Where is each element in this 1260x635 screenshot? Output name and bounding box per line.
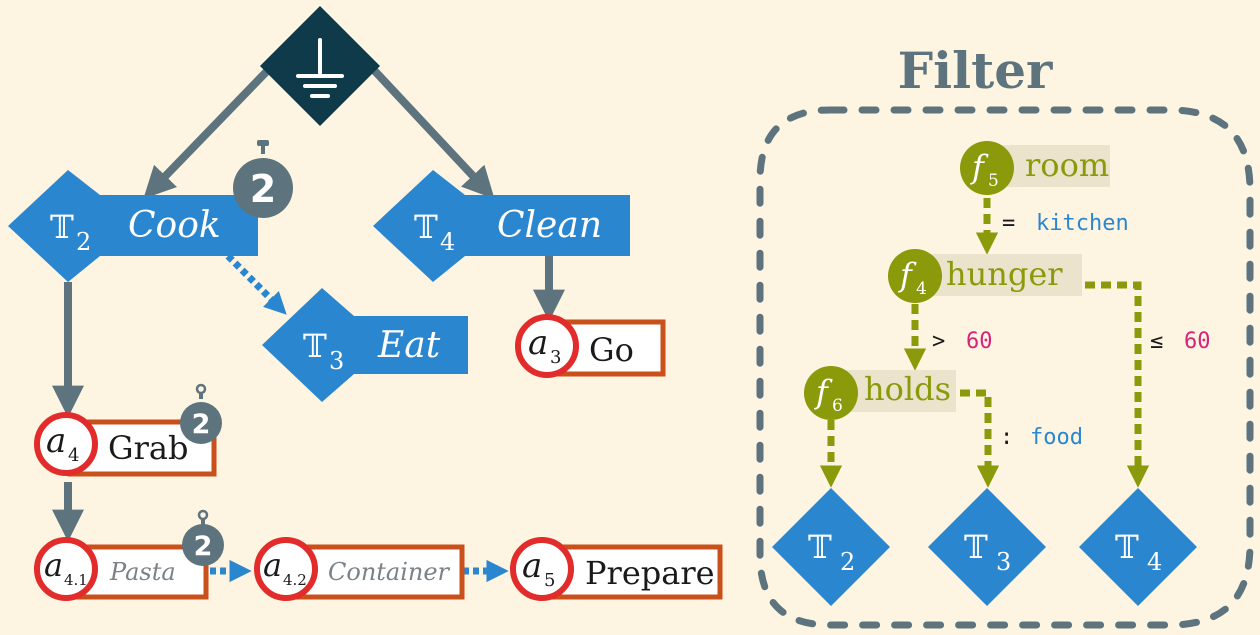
- root-node[interactable]: [260, 6, 380, 126]
- feature-hunger-label: hunger: [946, 255, 1063, 293]
- ground-icon: [296, 38, 344, 98]
- task-cook-timer: 2: [250, 167, 276, 211]
- action-pasta-label: Pasta: [109, 558, 176, 586]
- task-eat-symbol: 𝕋: [303, 327, 327, 365]
- stopwatch-icon: 2: [233, 140, 293, 218]
- stopwatch-icon: 2: [180, 383, 222, 444]
- tree-edges: [52, 65, 565, 583]
- feature-holds[interactable]: f 6 holds: [804, 366, 956, 420]
- edge-root-clean: [369, 65, 495, 200]
- task-eat-label: Eat: [377, 325, 441, 366]
- condition-food-value: food: [1030, 425, 1083, 450]
- task-cook-label: Cook: [128, 205, 221, 246]
- action-prepare-subscript: 5: [544, 570, 555, 591]
- filter-leaf-task-2[interactable]: 𝕋 2: [772, 488, 890, 606]
- filter-edges: [819, 198, 1150, 488]
- action-pasta-timer: 2: [194, 531, 213, 562]
- task-clean-symbol: 𝕋: [414, 208, 438, 246]
- feature-room-subscript: 5: [988, 171, 999, 191]
- stopwatch-icon: 2: [182, 509, 224, 566]
- feature-room[interactable]: f 5 room: [960, 141, 1110, 195]
- action-container-letter: a: [263, 546, 282, 584]
- action-prepare[interactable]: a 5 Prepare: [510, 537, 723, 601]
- leaf-3-subscript: 3: [996, 548, 1011, 576]
- filter-title: Filter: [898, 41, 1053, 100]
- condition-kitchen-op: =: [1002, 211, 1015, 236]
- action-grab-label: Grab: [108, 429, 188, 467]
- task-eat[interactable]: 𝕋 3 Eat: [262, 288, 468, 402]
- action-grab-timer: 2: [192, 409, 211, 440]
- action-pasta-letter: a: [44, 546, 63, 584]
- task-cook[interactable]: 𝕋 2 Cook 2: [8, 140, 293, 282]
- action-container-subscript: 4.2: [283, 571, 307, 589]
- action-pasta-subscript: 4.1: [64, 571, 88, 589]
- condition-kitchen-value: kitchen: [1036, 211, 1129, 236]
- task-cook-symbol: 𝕋: [50, 208, 74, 246]
- leaf-3-symbol: 𝕋: [964, 528, 988, 566]
- feature-holds-subscript: 6: [832, 396, 843, 416]
- condition-le60: ≤ 60: [1150, 329, 1211, 354]
- condition-gt60: > 60: [932, 329, 993, 354]
- action-prepare-label: Prepare: [585, 554, 715, 592]
- action-grab[interactable]: a 4 Grab 2: [34, 383, 222, 477]
- filter-border: [756, 106, 1254, 629]
- edge-cook-eat: [225, 253, 287, 315]
- action-grab-subscript: 4: [68, 445, 79, 466]
- action-grab-letter: a: [46, 421, 66, 461]
- filter-leaf-task-4[interactable]: 𝕋 4: [1079, 488, 1197, 606]
- action-go-letter: a: [528, 323, 548, 363]
- condition-food-op: :: [1000, 425, 1013, 450]
- condition-le60-value: 60: [1184, 329, 1211, 354]
- action-go[interactable]: a 3 Go: [515, 314, 666, 378]
- leaf-4-subscript: 4: [1147, 548, 1162, 576]
- action-go-label: Go: [589, 331, 634, 369]
- feature-hunger-subscript: 4: [916, 279, 927, 299]
- task-cook-subscript: 2: [76, 228, 91, 256]
- feature-hunger[interactable]: f 4 hunger: [888, 249, 1082, 303]
- leaf-4-symbol: 𝕋: [1115, 528, 1139, 566]
- action-go-subscript: 3: [550, 347, 561, 368]
- condition-gt60-op: >: [932, 329, 945, 354]
- task-clean[interactable]: 𝕋 4 Clean: [373, 170, 630, 282]
- feature-room-label: room: [1025, 146, 1109, 184]
- leaf-2-subscript: 2: [840, 548, 855, 576]
- action-prepare-letter: a: [522, 546, 542, 586]
- action-container[interactable]: a 4.2 Container: [254, 537, 465, 601]
- task-eat-subscript: 3: [329, 347, 344, 375]
- condition-kitchen: = kitchen: [1002, 211, 1129, 236]
- task-clean-subscript: 4: [440, 228, 455, 256]
- task-clean-label: Clean: [497, 205, 602, 246]
- condition-gt60-value: 60: [966, 329, 993, 354]
- edge-holds-leaf3: [960, 389, 1000, 488]
- edge-root-cook: [143, 65, 273, 199]
- action-container-label: Container: [328, 558, 451, 586]
- edge-hunger-leaf4: [1085, 281, 1150, 488]
- filter-leaf-task-3[interactable]: 𝕋 3: [928, 488, 1046, 606]
- leaf-2-symbol: 𝕋: [808, 528, 832, 566]
- condition-food: : food: [1000, 425, 1083, 450]
- action-pasta[interactable]: a 4.1 Pasta 2: [34, 509, 224, 601]
- filter-panel: Filter f 5 room f 4 hunger: [756, 41, 1254, 629]
- feature-holds-label: holds: [864, 370, 951, 408]
- condition-le60-op: ≤: [1150, 329, 1163, 354]
